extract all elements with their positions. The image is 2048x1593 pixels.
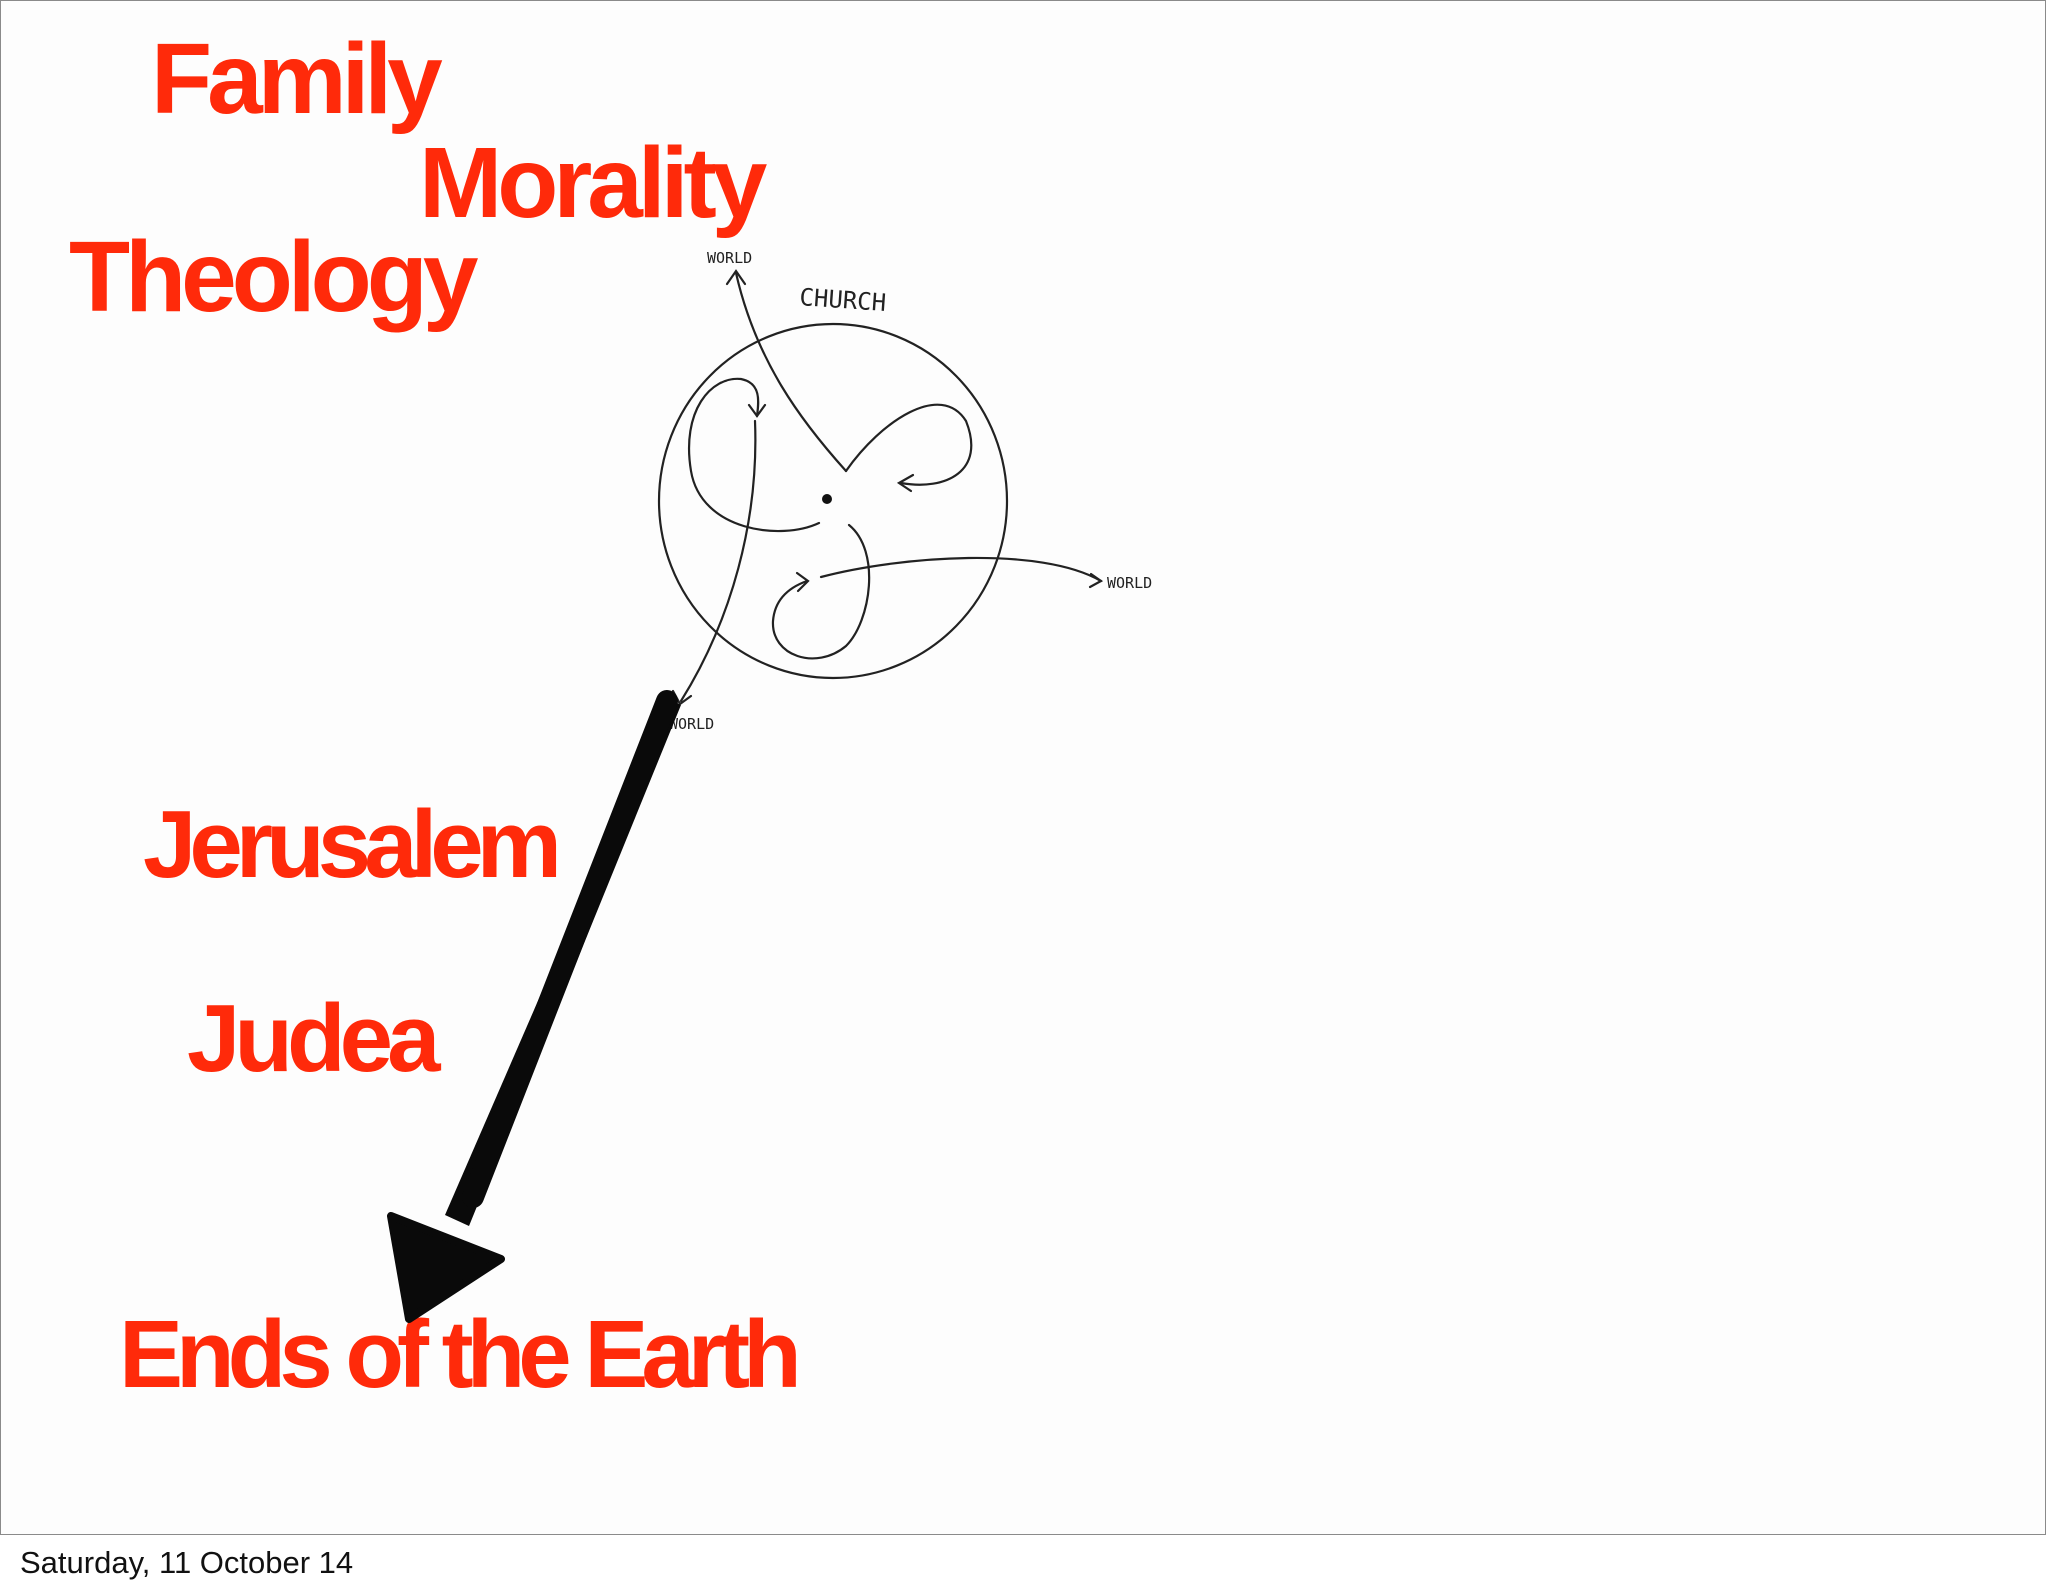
- loop-left: [688, 377, 821, 533]
- arrow-right-head: [1088, 572, 1104, 589]
- loop-right: [844, 403, 973, 486]
- church-world-sketch: CHURCH WORLD WORLD WORLD: [387, 249, 1152, 1323]
- arrow-top-head: [725, 269, 747, 286]
- sketch-label-church: CHURCH: [799, 283, 887, 317]
- sketch-label-world-right: WORLD: [1107, 574, 1152, 592]
- sketch-label-world-bottom: WORLD: [669, 715, 714, 733]
- arrow-to-world-top: [734, 271, 848, 473]
- label-family: Family: [151, 23, 443, 135]
- label-morality: Morality: [419, 127, 767, 239]
- church-circle: [657, 322, 1009, 680]
- big-arrow-head: [387, 1212, 505, 1323]
- loop-left-arrowhead: [747, 403, 767, 418]
- label-jerusalem: Jerusalem: [143, 791, 562, 898]
- sketch-label-world-top: WORLD: [707, 249, 752, 267]
- center-dot: [822, 494, 832, 504]
- loop-right-arrowhead: [896, 473, 915, 493]
- loop-bottom-arrowhead: [795, 571, 810, 593]
- slide-canvas: Family Morality Theology Jerusalem Judea…: [0, 0, 2046, 1535]
- footer-date: Saturday, 11 October 14: [20, 1545, 354, 1580]
- label-theology: Theology: [69, 221, 478, 333]
- loop-bottom: [771, 523, 871, 660]
- label-judea: Judea: [187, 985, 440, 1092]
- arrow-to-world-bottom: [679, 419, 757, 703]
- label-ends-of-the-earth: Ends of the Earth: [119, 1301, 802, 1408]
- big-arrow-shaft-rough: [462, 690, 678, 1208]
- arrow-to-world-right: [819, 556, 1103, 583]
